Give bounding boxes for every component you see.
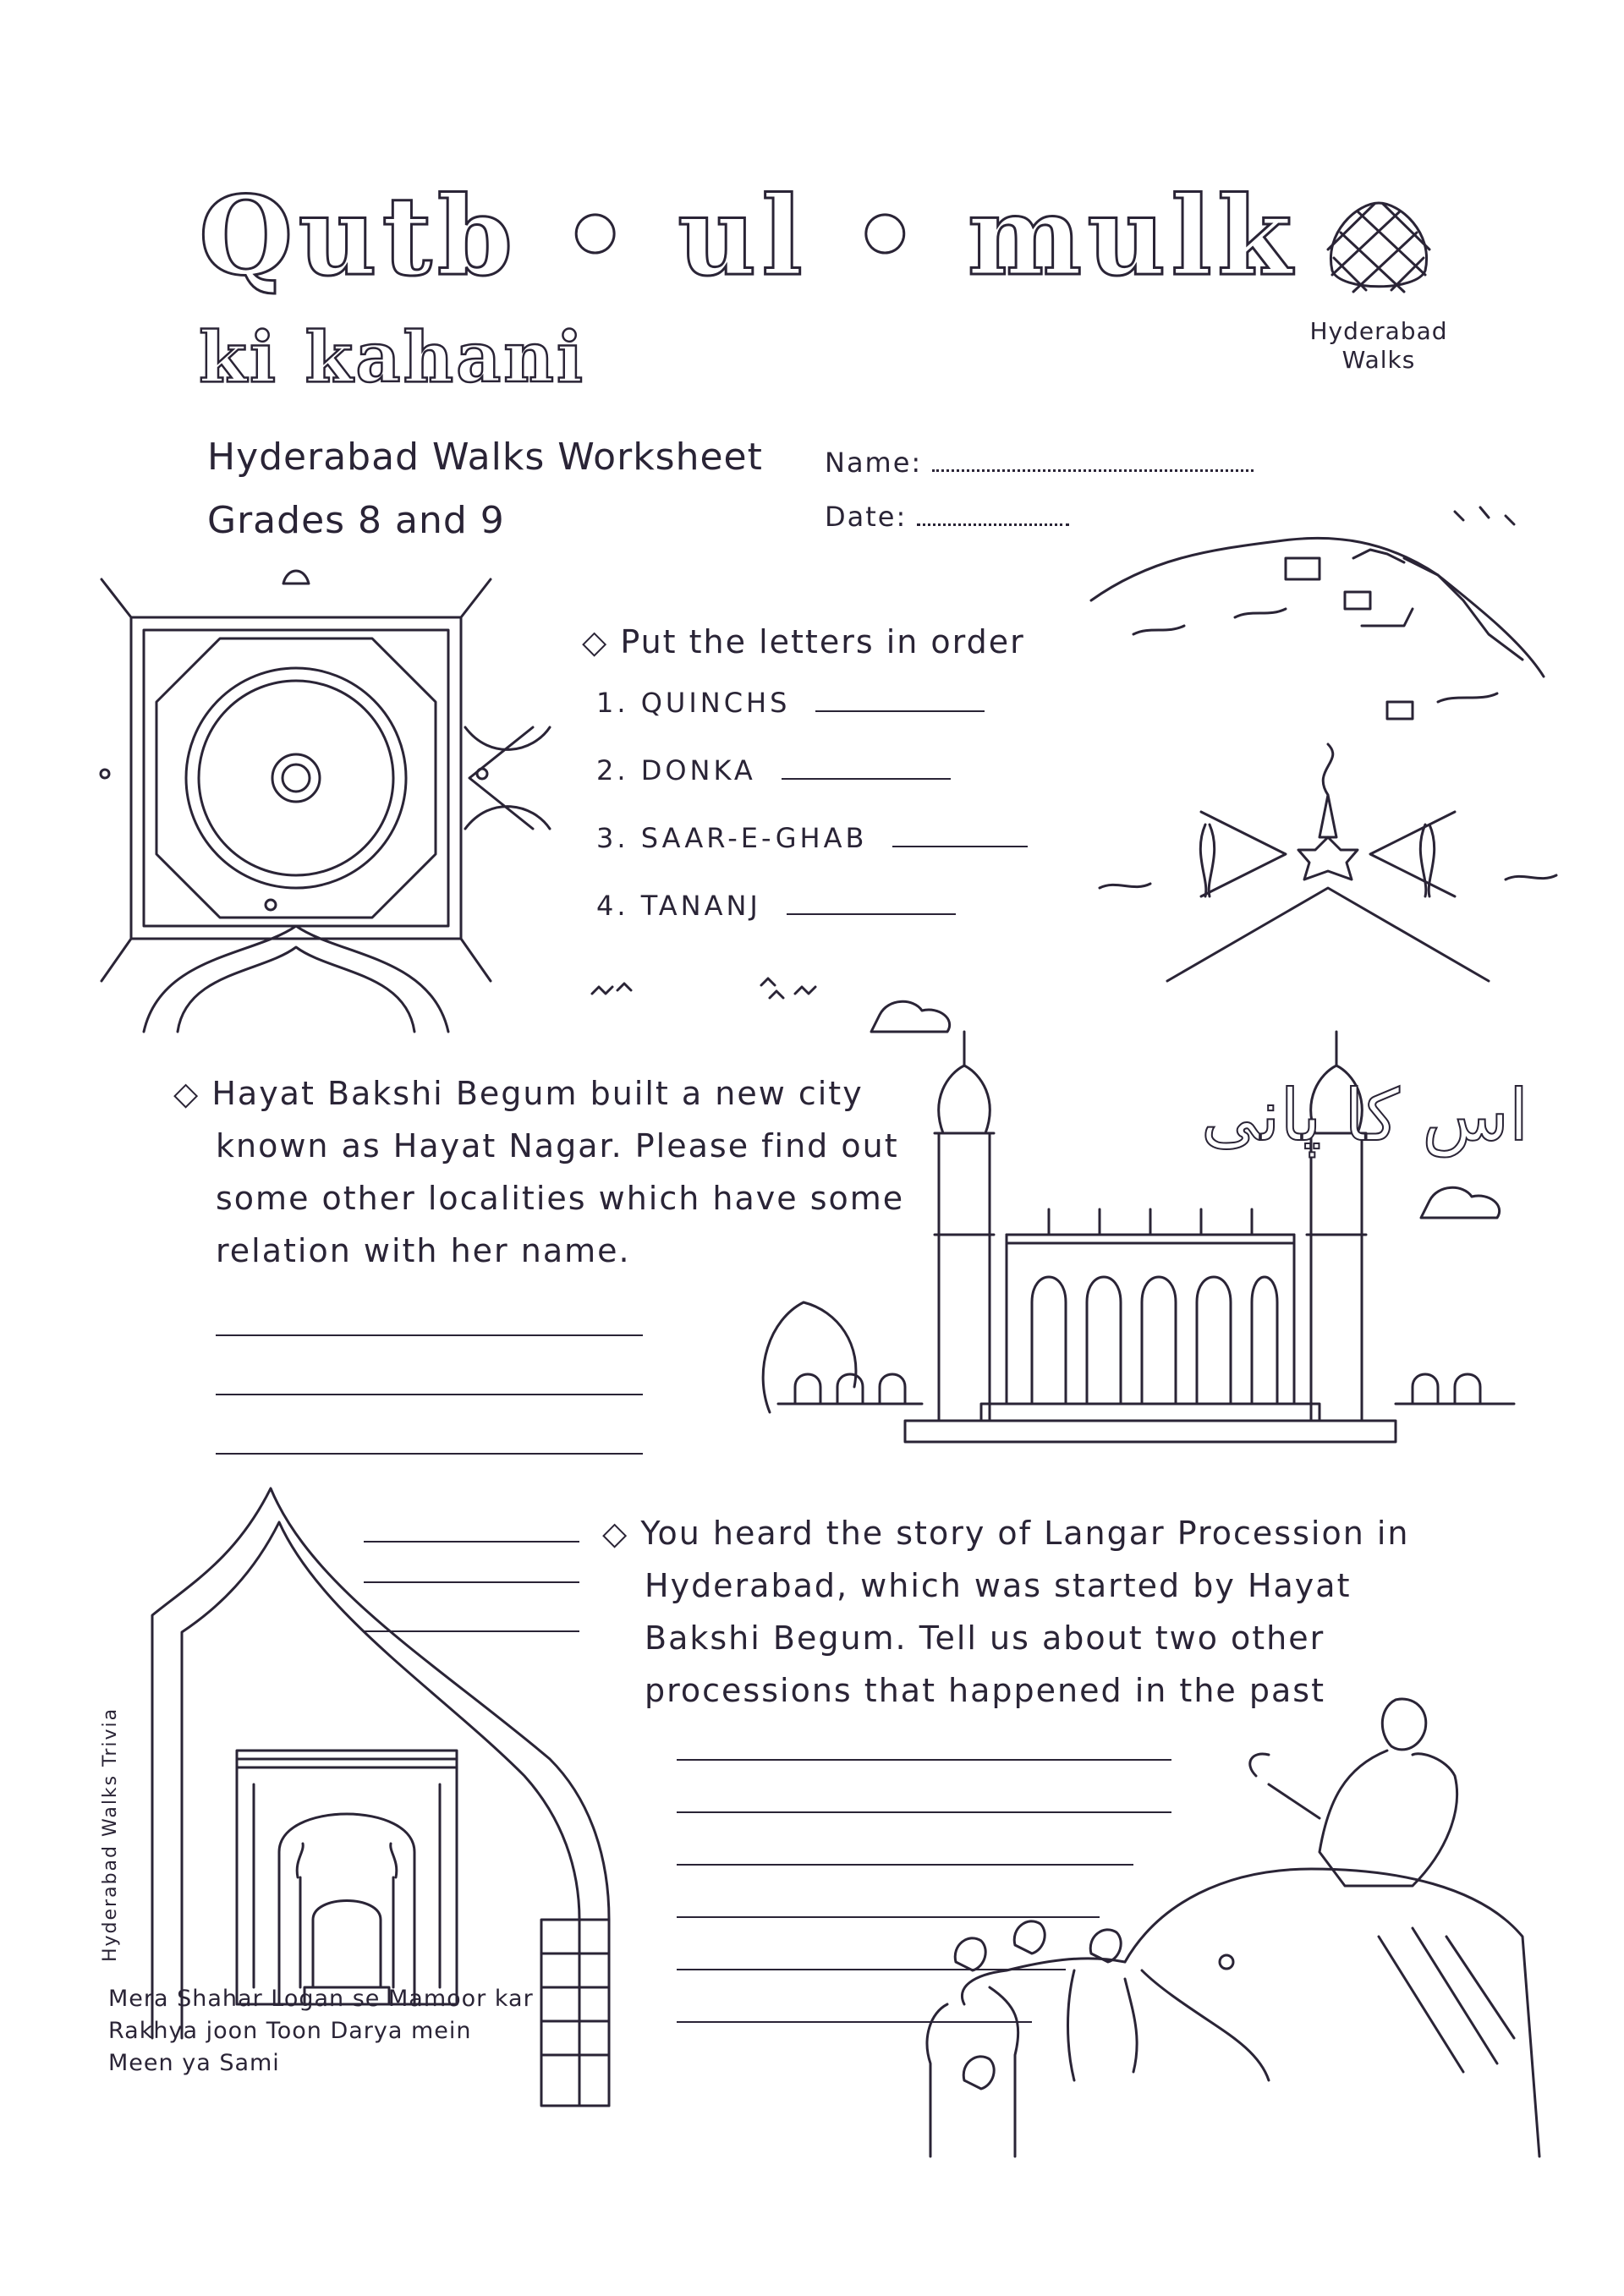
- answer-line[interactable]: [677, 1864, 1133, 1866]
- answer-line[interactable]: [364, 1630, 579, 1632]
- bullet-icon: ◇: [173, 1075, 200, 1112]
- fort-hill-illustration-icon: [1089, 506, 1545, 721]
- bullet-icon: ◇: [602, 1515, 629, 1552]
- scramble-item-4[interactable]: 4. TANANJ: [596, 890, 956, 922]
- section2-prompt: ◇ Hayat Bakshi Begum built a new city kn…: [173, 1075, 905, 1269]
- hyderabad-walks-logo-icon: [1326, 201, 1431, 293]
- answer-blank-2[interactable]: [781, 778, 951, 780]
- elephant-procession-illustration-icon: [925, 1697, 1541, 2158]
- answer-line[interactable]: [677, 2021, 1032, 2023]
- answer-line[interactable]: [677, 1969, 1066, 1970]
- trivia-label: Hyderabad Walks Trivia: [100, 1707, 121, 1962]
- name-label: Name:: [825, 447, 923, 479]
- logo-label: Hyderabad Walks: [1309, 317, 1448, 374]
- answer-line[interactable]: [364, 1541, 579, 1543]
- arch-gateway-illustration-icon: [151, 1487, 611, 2107]
- answer-blank-4[interactable]: [786, 913, 956, 915]
- answer-line[interactable]: [677, 1916, 1100, 1918]
- date-field[interactable]: Date:: [825, 501, 1070, 533]
- page-title: Qutb • ul • mulk: [198, 173, 1298, 302]
- scramble-item-1[interactable]: 1. QUINCHS: [596, 687, 985, 719]
- answer-line[interactable]: [364, 1581, 579, 1583]
- charminar-illustration-icon: [761, 1000, 1516, 1444]
- fountain-crossroads-illustration-icon: [1098, 743, 1558, 983]
- grades-label: Grades 8 and 9: [207, 499, 505, 542]
- scramble-item-2[interactable]: 2. DONKA: [596, 754, 951, 786]
- section1-prompt: ◇ Put the letters in order: [582, 623, 1025, 660]
- section3-prompt: ◇ You heard the story of Langar Processi…: [602, 1515, 1410, 1709]
- name-blank[interactable]: [932, 469, 1254, 472]
- bullet-icon: ◇: [582, 623, 609, 660]
- answer-blank-1[interactable]: [815, 710, 985, 712]
- answer-line[interactable]: [677, 1759, 1171, 1761]
- page-title-subline: ki kahani: [198, 316, 585, 400]
- answer-blank-3[interactable]: [892, 846, 1029, 847]
- date-label: Date:: [825, 501, 908, 533]
- date-blank[interactable]: [917, 523, 1070, 526]
- worksheet-subtitle: Hyderabad Walks Worksheet: [207, 436, 763, 479]
- dome-ceiling-illustration-icon: [99, 569, 551, 1033]
- scramble-item-3[interactable]: 3. SAAR-E-GHAB: [596, 822, 1029, 854]
- name-field[interactable]: Name:: [825, 447, 1254, 479]
- answer-line[interactable]: [216, 1334, 643, 1336]
- answer-line[interactable]: [677, 1811, 1171, 1813]
- answer-line[interactable]: [216, 1453, 643, 1455]
- birds-icon: [590, 977, 817, 1000]
- trivia-caption: Mera Shahar Logan se Mamoor kar Rakhya j…: [108, 1986, 534, 2076]
- answer-line[interactable]: [216, 1394, 643, 1395]
- urdu-caption: اس کا پانی: [1200, 1073, 1529, 1158]
